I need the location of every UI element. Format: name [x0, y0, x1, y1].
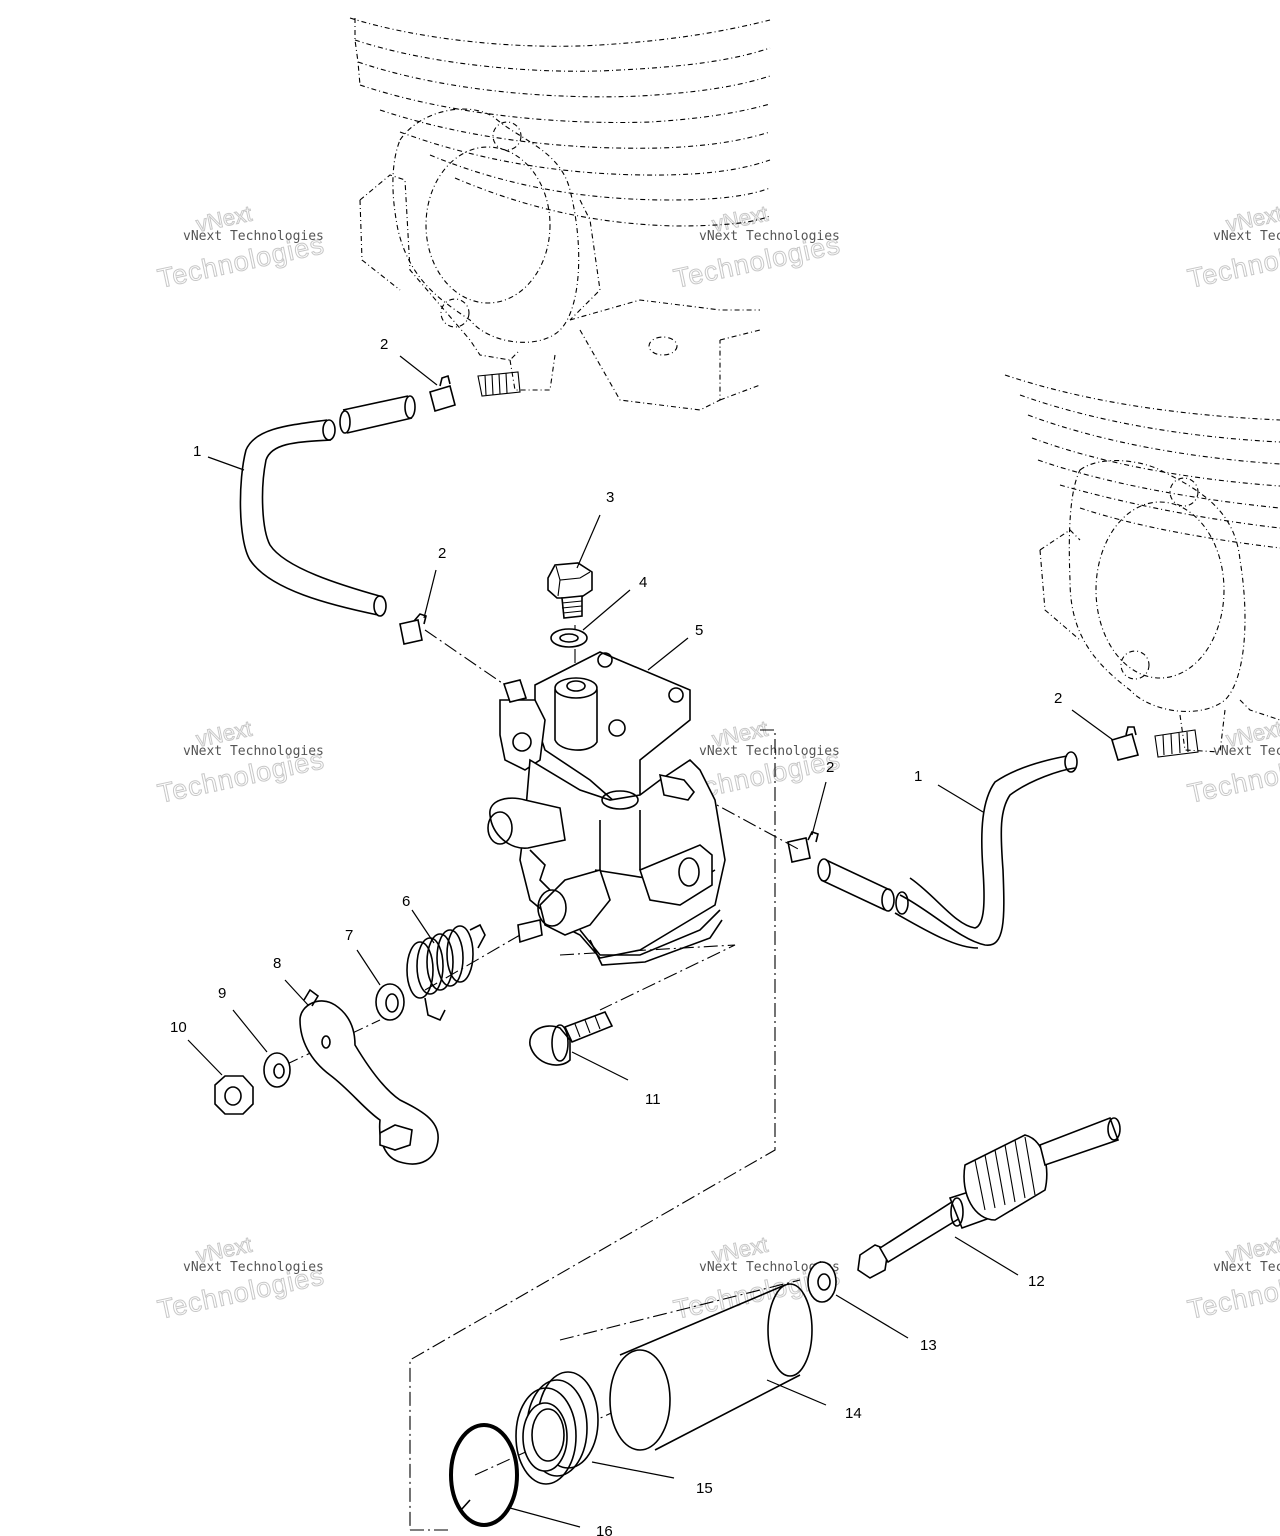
banjo-bolt [547, 562, 593, 619]
pump-control-lever [299, 988, 439, 1165]
lock-washer [263, 1052, 291, 1088]
callout-1-left: 1 [193, 443, 201, 460]
watermark-top-center: vNext vNext Technologies Technologies [671, 200, 844, 294]
svg-text:vNext Technologies: vNext Technologies [699, 229, 840, 244]
callout-5: 5 [695, 622, 703, 639]
callout-12: 12 [1028, 1273, 1045, 1290]
drive-bushing [609, 1283, 813, 1451]
svg-text:vNext Technologies: vNext Technologies [1213, 229, 1280, 244]
mounting-screw [529, 1010, 614, 1066]
flat-washer [375, 983, 405, 1021]
callout-6: 6 [402, 893, 410, 910]
callout-2-left: 2 [438, 545, 446, 562]
callout-10: 10 [170, 1019, 187, 1036]
callout-2-right: 2 [1054, 690, 1062, 707]
callout-14: 14 [845, 1405, 862, 1422]
watermark-bottom-left: vNext vNext Technologies Technologies [155, 1231, 328, 1325]
callout-7: 7 [345, 927, 353, 944]
hose-clamp-upper [429, 374, 456, 413]
watermark-top-right: vNext vNext Technologies Technologies [1185, 200, 1280, 294]
callout-1-right: 1 [914, 768, 922, 785]
hose-clamp-right [1111, 726, 1139, 761]
hose-clamp-mid [787, 831, 819, 863]
oil-seal [515, 1371, 599, 1485]
callout-16: 16 [596, 1523, 613, 1536]
svg-text:vNext Technologies: vNext Technologies [1213, 1260, 1280, 1275]
watermark-mid-left: vNext vNext Technologies Technologies [155, 715, 328, 809]
oil-pump-body [487, 651, 726, 966]
watermark-mid-right: vNext vNext Technologies Technologies [1185, 715, 1280, 809]
callout-8: 8 [273, 955, 281, 972]
engine-cylinder-right [1004, 374, 1280, 758]
callout-labels: 1 2 2 3 4 5 6 7 8 9 10 11 12 13 14 15 16… [170, 336, 1062, 1536]
sealing-washer-top [550, 628, 588, 648]
callout-9: 9 [218, 985, 226, 1002]
o-ring [449, 1423, 519, 1527]
hose-clamp-left [399, 613, 427, 645]
callout-11: 11 [645, 1091, 661, 1108]
watermark-bottom-right: vNext vNext Technologies Technologies [1185, 1231, 1280, 1325]
svg-text:vNext Technologies: vNext Technologies [183, 1260, 324, 1275]
svg-text:vNext Technologies: vNext Technologies [699, 744, 840, 759]
callout-2-mid: 2 [826, 759, 834, 776]
callout-13: 13 [920, 1337, 937, 1354]
callout-4: 4 [639, 574, 647, 591]
svg-text:vNext Technologies: vNext Technologies [1213, 744, 1280, 759]
oil-hose-left [239, 395, 416, 617]
svg-text:vNext Technologies: vNext Technologies [699, 1260, 840, 1275]
svg-text:vNext Technologies: vNext Technologies [183, 229, 324, 244]
thrust-washer [807, 1261, 837, 1303]
svg-text:vNext Technologies: vNext Technologies [183, 744, 324, 759]
hex-nut [214, 1075, 254, 1115]
leader-lines [187, 355, 1114, 1528]
callout-2-top: 2 [380, 336, 388, 353]
callout-15: 15 [696, 1480, 713, 1497]
watermark-top-left: vNext vNext Technologies Technologies [155, 200, 328, 294]
pump-drive-gear-shaft [857, 1116, 1121, 1279]
callout-3: 3 [606, 489, 614, 506]
engine-cylinder-upper [349, 17, 771, 411]
oil-hose-right [817, 751, 1078, 949]
return-spring [406, 923, 486, 1022]
